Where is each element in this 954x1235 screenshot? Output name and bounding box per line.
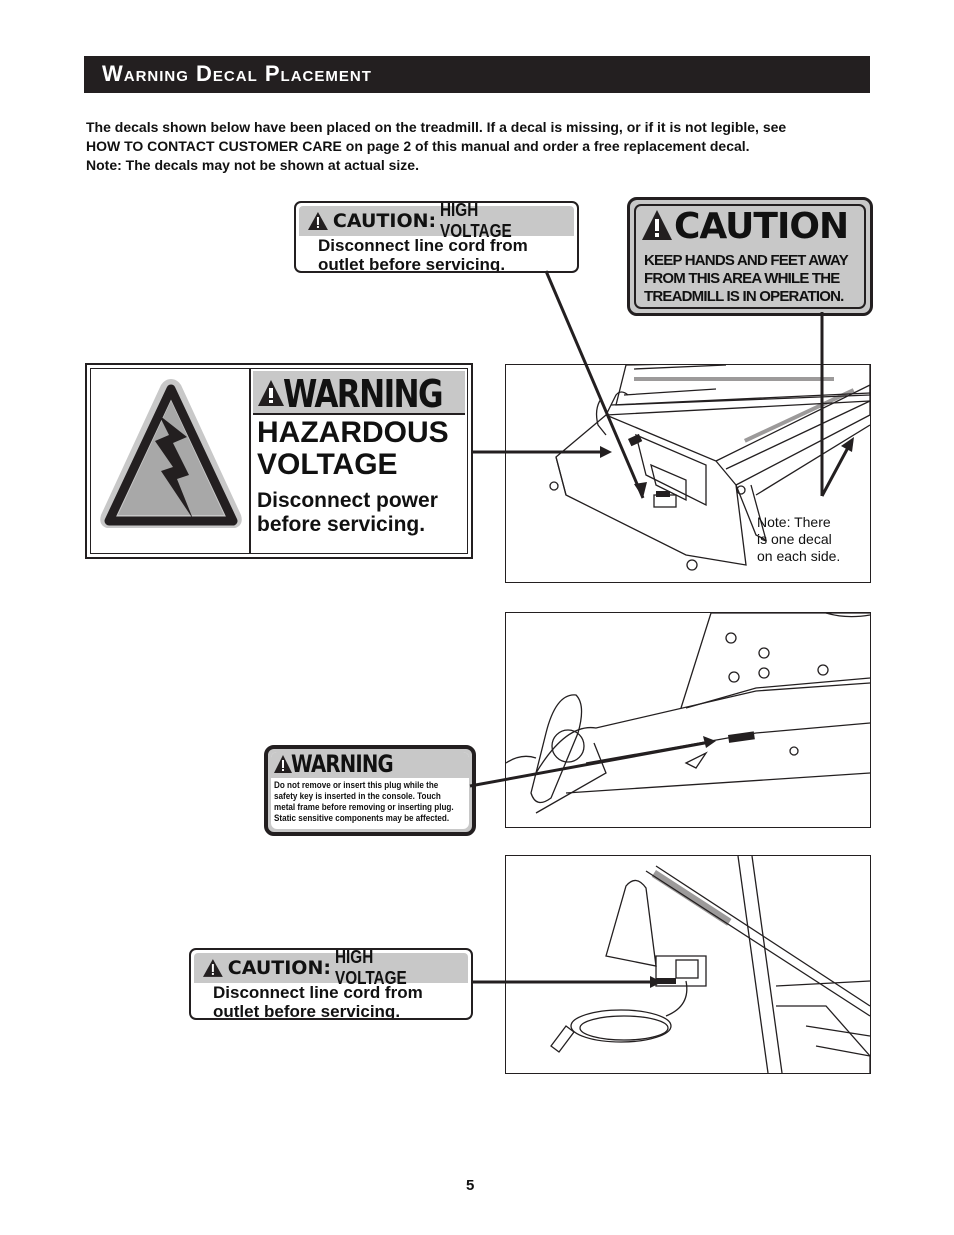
decal-line: Disconnect line cord from: [213, 983, 423, 1002]
intro-line-1: The decals shown below have been placed …: [86, 119, 787, 135]
decal-line: Disconnect line cord from: [318, 236, 528, 255]
separator: :: [428, 210, 437, 232]
decal-header: CAUTION : HIGH VOLTAGE: [299, 203, 574, 241]
warning-word: WARNING: [291, 750, 394, 778]
decal-title: CAUTION: [640, 206, 849, 247]
page-title: Warning Decal Placement: [102, 61, 372, 86]
title-bar: [84, 56, 870, 93]
illustration-power-cord: [505, 855, 871, 1074]
decal-header: CAUTION : HIGH VOLTAGE: [194, 950, 468, 988]
decal-inner: WARNING Do not remove or insert this plu…: [271, 750, 469, 829]
treadmill-upright-illustration: [506, 613, 870, 814]
decal-body: Disconnect line cord from outlet before …: [191, 983, 471, 1020]
intro-line-2: HOW TO CONTACT CUSTOMER CARE on page 2 o…: [86, 138, 750, 154]
note-line: on each side.: [757, 548, 841, 564]
decal-line: outlet before servicing.: [318, 255, 506, 273]
decal-line: Disconnect power: [257, 489, 438, 512]
warning-triangle-icon: [258, 380, 284, 406]
decal-inner-border: [90, 368, 468, 554]
caution-high-voltage-decal-top: CAUTION : HIGH VOLTAGE Disconnect line c…: [294, 201, 579, 273]
hazard-line: VOLTAGE: [257, 448, 398, 481]
caution-word: CAUTION: [227, 957, 324, 979]
warning-hazardous-voltage-decal: WARNING HAZARDOUS VOLTAGE Disconnect pow…: [85, 363, 473, 559]
decal-inner-border: [634, 204, 866, 309]
hazard-text: HAZARDOUS VOLTAGE: [257, 417, 449, 481]
decal-body: Do not remove or insert this plug while …: [274, 780, 454, 824]
caution-word: CAUTION: [674, 206, 849, 247]
decal-line: TREADMILL IS IN OPERATION.: [644, 288, 844, 305]
separator: :: [323, 957, 331, 979]
warning-triangle-icon: [274, 755, 292, 773]
treadmill-rear-illustration: [550, 856, 870, 1073]
note-line: is one decal: [757, 531, 832, 547]
treadmill-front-illustration: [549, 365, 870, 571]
decal-line: safety key is inserted in the console. T…: [274, 791, 441, 801]
warning-triangle-icon: [307, 212, 328, 230]
decal-line: KEEP HANDS AND FEET AWAY: [644, 252, 849, 269]
decal-line: Static sensitive components may be affec…: [274, 813, 450, 823]
decal-header: WARNING: [271, 750, 469, 778]
intro-text: The decals shown below have been placed …: [86, 118, 886, 175]
warning-plug-decal: WARNING Do not remove or insert this plu…: [264, 745, 476, 836]
panel-note: Note: There is one decal on each side.: [757, 514, 840, 565]
caution-word: CAUTION: [332, 210, 429, 232]
decal-divider: [249, 368, 251, 554]
warning-word: WARNING: [283, 372, 444, 416]
warning-triangle-icon: [202, 959, 223, 977]
illustration-upright: [505, 612, 871, 828]
lightning-bolt-icon: [100, 379, 242, 528]
decal-line: Do not remove or insert this plug while …: [274, 780, 439, 790]
note-line: Note: There: [757, 514, 831, 530]
decal-line: before servicing.: [257, 513, 426, 536]
decal-header: WARNING: [253, 371, 465, 416]
high-voltage-text: HIGH VOLTAGE: [440, 201, 512, 241]
intro-line-3: Note: The decals may not be shown at act…: [86, 157, 419, 173]
caution-high-voltage-decal-bottom: CAUTION : HIGH VOLTAGE Disconnect line c…: [189, 948, 473, 1020]
caution-keep-hands-decal: CAUTION KEEP HANDS AND FEET AWAY FROM TH…: [627, 197, 873, 316]
page-number: 5: [466, 1177, 475, 1194]
high-voltage-text: HIGH VOLTAGE: [334, 948, 407, 988]
decal-body: Disconnect power before servicing.: [257, 489, 438, 537]
hazard-line: HAZARDOUS: [257, 416, 449, 449]
decal-line: outlet before servicing.: [213, 1002, 401, 1020]
decal-location-marker: [728, 731, 755, 743]
warning-triangle-icon: [642, 210, 672, 240]
illustration-motor-hood: [505, 364, 871, 583]
decal-location-marker: [656, 978, 676, 984]
decal-body: KEEP HANDS AND FEET AWAY FROM THIS AREA …: [644, 252, 849, 306]
decal-body: Disconnect line cord from outlet before …: [296, 236, 577, 273]
decal-line: FROM THIS AREA WHILE THE: [644, 270, 840, 287]
decal-line: metal frame before removing or inserting…: [274, 802, 454, 812]
